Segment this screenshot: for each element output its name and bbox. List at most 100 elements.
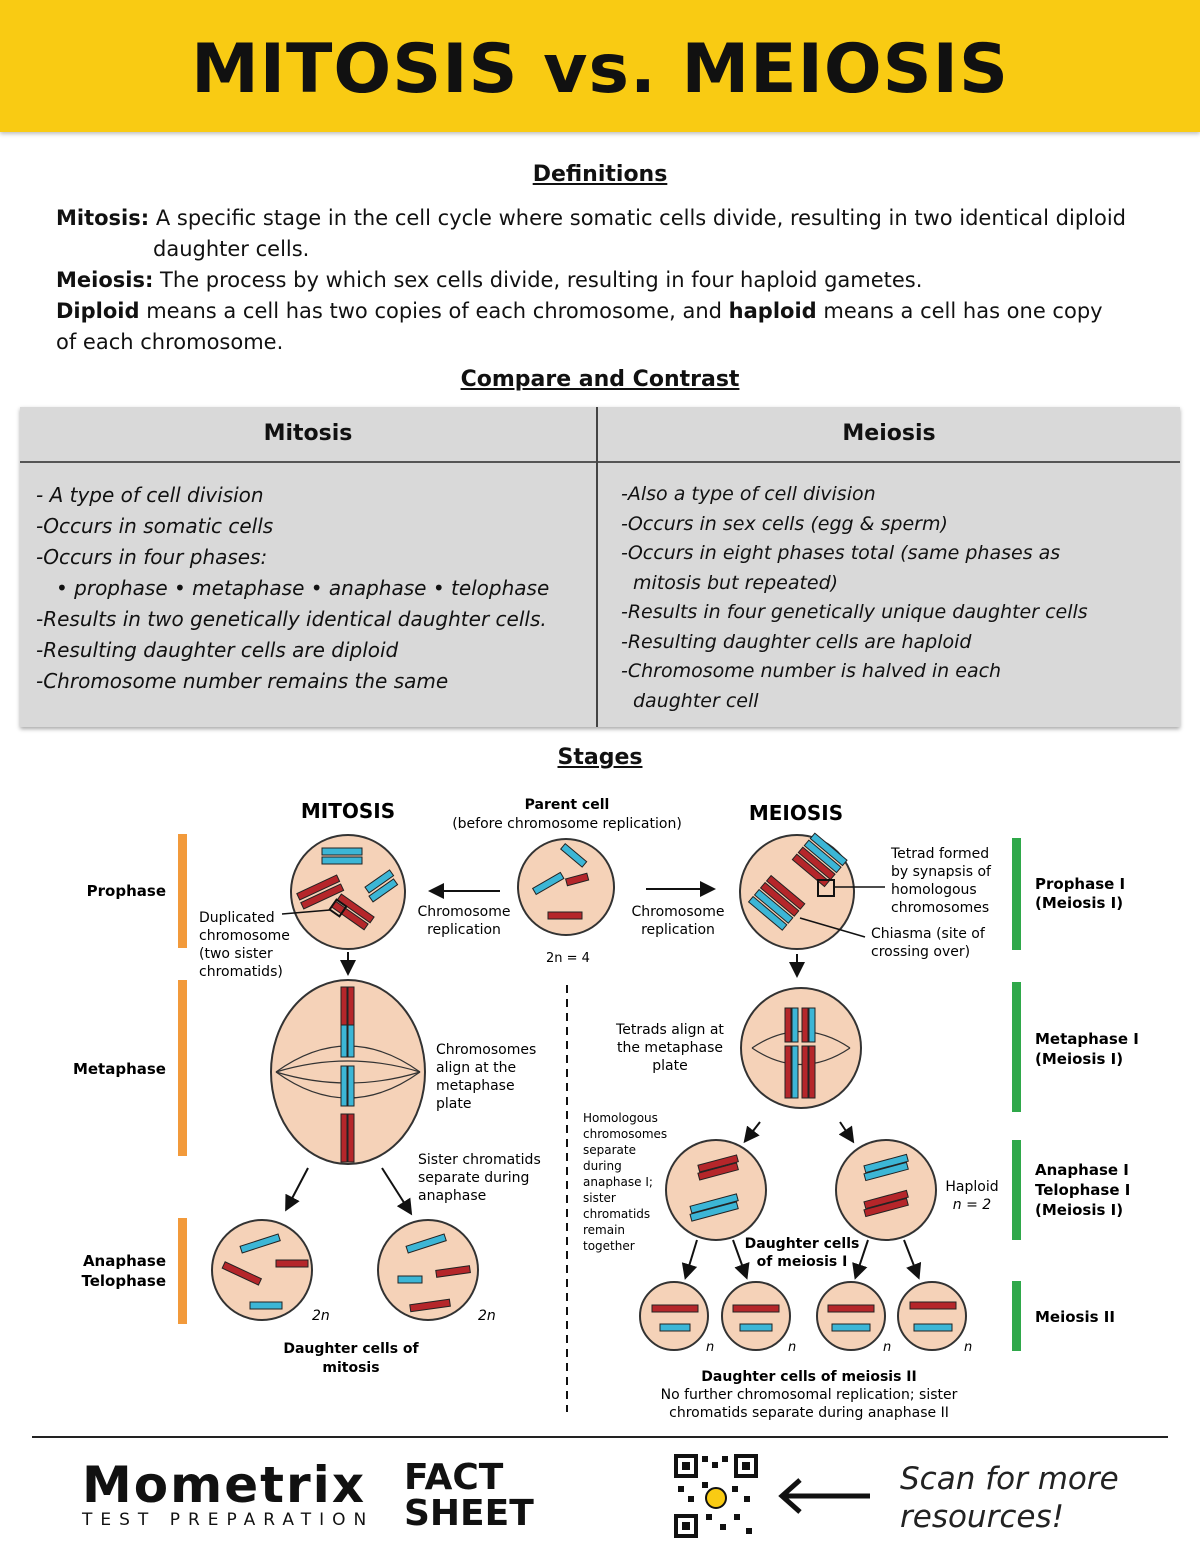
tetrad-label-2: by synapsis of xyxy=(891,864,992,880)
diploid-text: means a cell has two copies of each chro… xyxy=(139,299,729,323)
down-arrow xyxy=(732,1239,750,1280)
homologous-2: chromosomes xyxy=(583,1127,667,1141)
prophase-i-sub: (Meiosis I) xyxy=(1035,894,1123,912)
list-item: -Resulting daughter cells are diploid xyxy=(36,638,399,662)
prophase-i-label: Prophase I xyxy=(1035,875,1125,893)
down-arrow xyxy=(838,1121,855,1144)
definitions-block: Mitosis: A specific stage in the cell cy… xyxy=(56,203,1166,358)
mitosis-daughters-1: Daughter cells of xyxy=(283,1341,419,1357)
brand-wordmark: Mometrix xyxy=(82,1456,367,1514)
tetrads-align-3: plate xyxy=(652,1058,687,1074)
homologous-7: chromatids xyxy=(583,1207,650,1221)
haploid-label: Haploid xyxy=(945,1179,998,1195)
homologous-4: during xyxy=(583,1159,622,1173)
meiosis-ii-daughters-2: No further chromosomal replication; sist… xyxy=(661,1387,958,1403)
chiasma-label-1: Chiasma (site of xyxy=(871,926,986,942)
list-item: daughter cell xyxy=(633,689,759,712)
dup-label-2: chromosome xyxy=(199,928,290,944)
telophase-label: Telophase xyxy=(82,1272,167,1290)
brand-tagline: TEST PREPARATION xyxy=(82,1510,375,1530)
fact-sheet-label: FACT SHEET xyxy=(404,1460,534,1532)
definitions-heading: Definitions xyxy=(532,162,668,187)
tetrads-align-1: Tetrads align at xyxy=(615,1022,724,1038)
meiosis-ii-daughter-cell xyxy=(897,1281,967,1351)
mitosis-daughters-2: mitosis xyxy=(322,1360,379,1376)
mitosis-prophase-cell xyxy=(290,834,406,950)
tetrad-label-4: chromosomes xyxy=(891,900,989,916)
meiosis-list: -Also a type of cell division -Occurs in… xyxy=(621,480,1166,716)
dup-label-3: (two sister xyxy=(199,946,273,962)
meiosis-term: Meiosis: xyxy=(56,268,154,292)
dup-label-1: Duplicated xyxy=(199,910,275,926)
mitosis-daughter-cell xyxy=(211,1219,313,1321)
anaphase-i-sub: (Meiosis I) xyxy=(1035,1201,1123,1219)
list-item: -Chromosome number is halved in each xyxy=(621,660,1002,682)
n-label: n xyxy=(788,1340,796,1355)
tetrads-align-2: the metaphase xyxy=(617,1040,723,1056)
scan-line-1: Scan for more xyxy=(900,1461,1119,1497)
mitosis-metaphase-cell xyxy=(270,979,426,1165)
sister-label-3: anaphase xyxy=(418,1188,486,1204)
diploid-term: Diploid xyxy=(56,299,140,323)
down-arrow xyxy=(903,1239,922,1280)
mitosis-text-cont: daughter cells. xyxy=(153,237,310,261)
homologous-9: together xyxy=(583,1239,635,1253)
haploid-text: means a cell has one copy xyxy=(816,299,1103,323)
down-arrow xyxy=(743,1121,761,1144)
list-item: • prophase • metaphase • anaphase • telo… xyxy=(56,576,550,600)
meiosis-text: The process by which sex cells divide, r… xyxy=(153,268,923,292)
meiosis-prophase-cell xyxy=(739,832,855,950)
mitosis-metaphase-bar xyxy=(178,980,187,1156)
mitosis-diagram-title: MITOSIS xyxy=(301,799,395,823)
homologous-3: separate xyxy=(583,1143,636,1157)
prophase-label: Prophase xyxy=(87,882,166,900)
meiosis-ii-daughter-cell xyxy=(639,1281,709,1351)
homologous-5: anaphase I; xyxy=(583,1175,653,1189)
tetrad-label-1: Tetrad formed xyxy=(890,846,989,862)
meiosis-ii-bar xyxy=(1012,1281,1021,1351)
meiosis-diagram-title: MEIOSIS xyxy=(749,801,843,825)
mitosis-term: Mitosis: xyxy=(56,206,150,230)
parent-cell-sub: (before chromosome replication) xyxy=(452,816,682,832)
meiosis-column-header: Meiosis xyxy=(842,421,936,446)
haploid-term: haploid xyxy=(728,299,817,323)
list-item: -Occurs in eight phases total (same phas… xyxy=(621,542,1061,564)
mitosis-text: A specific stage in the cell cycle where… xyxy=(149,206,1126,230)
list-item: -Occurs in somatic cells xyxy=(36,514,274,538)
compare-table: Mitosis Meiosis - A type of cell divisio… xyxy=(20,407,1180,727)
tetrad-label-3: homologous xyxy=(891,882,977,898)
arrow-left-icon xyxy=(778,1478,870,1514)
homologous-6: sister xyxy=(583,1191,616,1205)
list-item: -Results in four genetically unique daug… xyxy=(621,601,1088,623)
mitosis-definition: Mitosis: A specific stage in the cell cy… xyxy=(56,203,1166,234)
left-replication-label-1: Chromosome xyxy=(418,904,511,920)
list-item: -Occurs in sex cells (egg & sperm) xyxy=(621,512,948,535)
dup-label-4: chromatids) xyxy=(199,964,283,980)
down-arrow xyxy=(285,1167,309,1212)
right-replication-label-2: replication xyxy=(641,922,715,938)
anaphase-label: Anaphase xyxy=(83,1252,166,1270)
ploidy-definition: Diploid means a cell has two copies of e… xyxy=(56,296,1166,327)
meiosis-metaphase-cell xyxy=(740,987,862,1109)
column-divider xyxy=(596,407,598,727)
down-arrow xyxy=(381,1167,413,1216)
fact-word: FACT xyxy=(404,1457,504,1498)
meiosis-metaphase-bar xyxy=(1012,982,1021,1112)
haploid-n-label: n = 2 xyxy=(953,1197,992,1213)
align-label-1: Chromosomes xyxy=(436,1042,536,1058)
align-label-4: plate xyxy=(436,1096,471,1112)
stages-heading: Stages xyxy=(557,745,643,770)
homologous-8: remain xyxy=(583,1223,625,1237)
qr-code-icon[interactable] xyxy=(672,1452,760,1540)
meiosis-i-daughter-cell xyxy=(665,1139,767,1241)
right-replication-label-1: Chromosome xyxy=(632,904,725,920)
list-item: -Occurs in four phases: xyxy=(36,545,268,569)
page-title: MITOSIS vs. MEIOSIS xyxy=(191,30,1009,109)
sister-label-2: separate during xyxy=(418,1170,529,1186)
mitosis-anaphase-bar xyxy=(178,1218,187,1324)
list-item: -Results in two genetically identical da… xyxy=(36,607,547,631)
parent-cell xyxy=(517,838,615,936)
metaphase-label: Metaphase xyxy=(73,1060,166,1078)
parent-ploidy: 2n = 4 xyxy=(546,951,590,966)
meiosis-prophase-bar xyxy=(1012,838,1021,950)
